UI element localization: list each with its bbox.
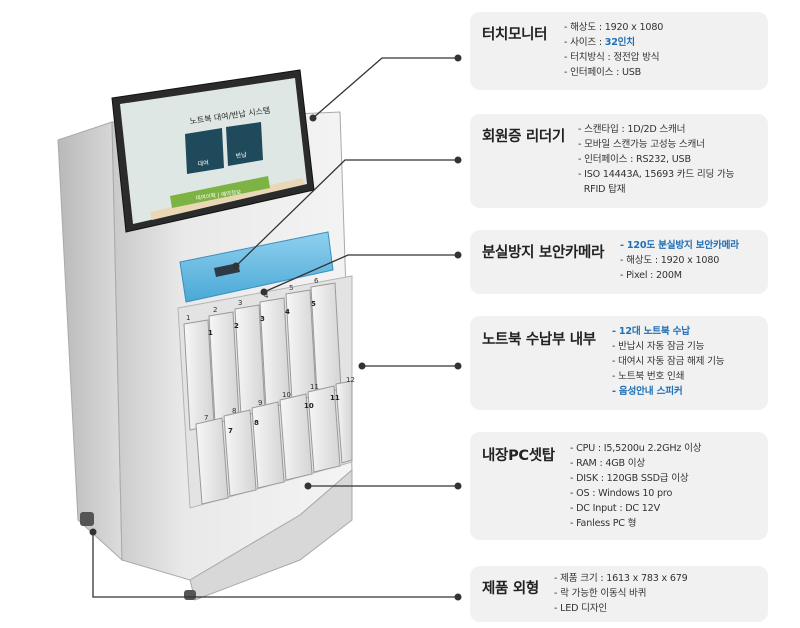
feature-list: - 120도 분실방지 보안카메라 - 해상도 : 1920 x 1080 - …: [620, 238, 739, 283]
slot-door: [223, 409, 257, 497]
slot-row-bottom: [195, 380, 353, 505]
slot-door: [307, 385, 341, 473]
slot-number: 12: [346, 376, 355, 384]
slot-number: 1: [186, 314, 190, 322]
feature-storage: 노트북 수납부 내부 - 12대 노트북 수납 - 반납시 자동 잠금 기능 -…: [470, 316, 768, 410]
door-number: 7: [228, 427, 233, 435]
slot-door: [195, 417, 229, 505]
feature-item: - 음성안내 스피커: [612, 386, 683, 397]
feature-item: - DC Input : DC 12V: [570, 503, 660, 514]
feature-card-reader: 회원증 리더기 - 스캔타입 : 1D/2D 스캐너 - 모바일 스캔가능 고성…: [470, 114, 768, 208]
slot-number: 5: [289, 284, 293, 292]
touch-monitor: [111, 69, 315, 233]
feature-item-prefix: - 사이즈 :: [564, 37, 605, 48]
feature-item: - Fanless PC 형: [570, 518, 637, 529]
slot-number: 11: [310, 383, 319, 391]
feature-exterior: 제품 외형 - 제품 크기 : 1613 x 783 x 679 - 락 가능한…: [470, 566, 768, 622]
feature-item-highlight: 32인치: [604, 37, 635, 48]
feature-item: - 스캔타입 : 1D/2D 스캐너: [578, 124, 686, 135]
feature-touch-monitor: 터치모니터 - 해상도 : 1920 x 1080 - 사이즈 : 32인치 -…: [470, 12, 768, 90]
feature-item: - DISK : 120GB SSD급 이상: [570, 473, 689, 484]
slot-number: 10: [282, 391, 291, 399]
feature-item: - RAM : 4GB 이상: [570, 458, 645, 469]
connector-line: [312, 57, 458, 119]
feature-item: - Pixel : 200M: [620, 270, 682, 281]
feature-item: - ISO 14443A, 15693 카드 리딩 가능: [578, 169, 735, 180]
door-number: 10: [304, 402, 314, 410]
kiosk-side-panel: [57, 121, 123, 562]
slot-number: 4: [264, 292, 269, 300]
slot-door: [251, 401, 285, 489]
feature-item: RFID 탑재: [578, 184, 626, 195]
slot-number: 9: [258, 399, 262, 407]
feature-item: - 반납시 자동 잠금 기능: [612, 341, 705, 352]
feature-list: - 스캔타입 : 1D/2D 스캐너 - 모바일 스캔가능 고성능 스캐너 - …: [578, 122, 734, 197]
feature-title: 회원증 리더기: [482, 129, 565, 145]
door-number: 5: [311, 300, 316, 308]
slot-number: 2: [213, 306, 217, 314]
screen-return-button: 반납: [235, 150, 248, 160]
feature-item: - 120도 분실방지 보안카메라: [620, 240, 739, 251]
screen-rent-button: 대여: [197, 159, 209, 168]
door-number: 8: [254, 419, 259, 427]
feature-security-camera: 분실방지 보안카메라 - 120도 분실방지 보안카메라 - 해상도 : 192…: [470, 230, 768, 294]
feature-item: - 인터페이스 : RS232, USB: [578, 154, 691, 165]
feature-title: 제품 외형: [482, 581, 539, 597]
feature-item: - LED 디자인: [554, 603, 608, 614]
feature-title: 터치모니터: [482, 27, 548, 43]
feature-title: 내장PC셋탑: [482, 448, 555, 464]
feature-item: - 인터페이스 : USB: [564, 67, 642, 78]
door-number: 3: [260, 315, 265, 323]
feature-list: - 제품 크기 : 1613 x 783 x 679 - 락 가능한 이동식 바…: [554, 571, 688, 616]
door-number: 2: [234, 322, 239, 330]
slot-door: [335, 380, 353, 464]
feature-title: 노트북 수납부 내부: [482, 332, 596, 348]
door-number: 11: [330, 394, 340, 402]
feature-item: - OS : Windows 10 pro: [570, 488, 673, 499]
feature-item: - 모바일 스캔가능 고성능 스캐너: [578, 139, 705, 150]
feature-item: - 사이즈 : 32인치: [564, 35, 663, 50]
feature-pc-settop: 내장PC셋탑 - CPU : I5,5200u 2.2GHz 이상 - RAM …: [470, 432, 768, 540]
connector-line: [92, 532, 458, 598]
feature-item: - 해상도 : 1920 x 1080: [620, 255, 720, 266]
feature-list: - CPU : I5,5200u 2.2GHz 이상 - RAM : 4GB 이…: [570, 441, 702, 531]
feature-item: - 제품 크기 : 1613 x 783 x 679: [554, 573, 688, 584]
feature-list: - 해상도 : 1920 x 1080 - 사이즈 : 32인치 - 터치방식 …: [564, 20, 663, 80]
feature-item: - 대여시 자동 잠금 해제 기능: [612, 356, 725, 367]
feature-item: - CPU : I5,5200u 2.2GHz 이상: [570, 443, 702, 454]
connector-line: [263, 254, 458, 293]
feature-item: - 해상도 : 1920 x 1080: [564, 22, 664, 33]
feature-list: - 12대 노트북 수납 - 반납시 자동 잠금 기능 - 대여시 자동 잠금 …: [612, 324, 725, 399]
feature-item: - 12대 노트북 수납: [612, 326, 690, 337]
feature-item: - 노트북 번호 인쇄: [612, 371, 685, 382]
door-number: 4: [285, 308, 290, 316]
slot-number: 6: [314, 277, 319, 285]
feature-title: 분실방지 보안카메라: [482, 245, 605, 261]
slot-number: 8: [232, 407, 236, 415]
connector-line: [235, 159, 458, 267]
camera-window: [179, 231, 334, 303]
slot-door: [279, 393, 313, 481]
door-number: 1: [208, 329, 213, 337]
feature-item: - 락 가능한 이동식 바퀴: [554, 588, 647, 599]
feature-item: - 터치방식 : 정전압 방식: [564, 52, 660, 63]
slot-number: 7: [204, 414, 208, 422]
slot-number: 3: [238, 299, 242, 307]
